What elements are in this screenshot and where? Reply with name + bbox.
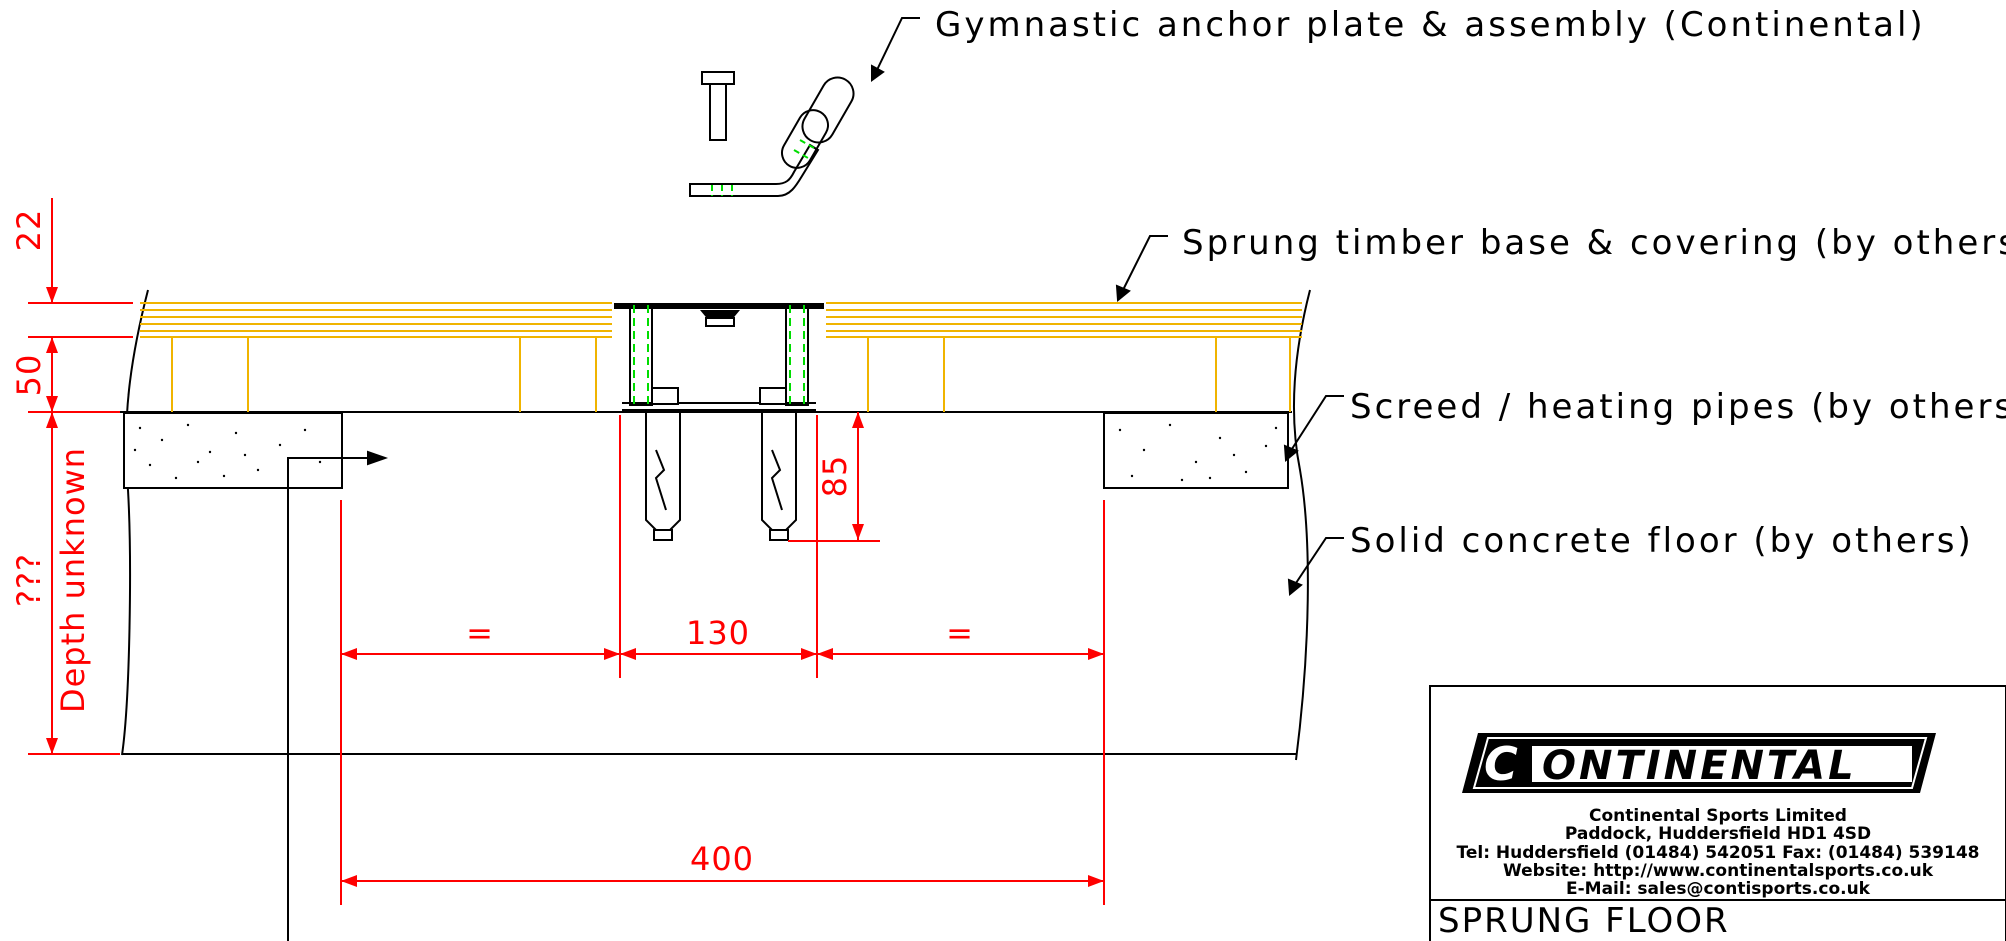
screed-layer xyxy=(123,412,1289,489)
label-screed: Screed / heating pipes (by others) xyxy=(1350,387,2006,427)
dim-equal-right: = xyxy=(946,614,974,652)
company-telephone: Tel: Huddersfield (01484) 542051 Fax: (0… xyxy=(1457,843,1980,863)
dim-85: 85 xyxy=(816,455,854,498)
dimension-lines xyxy=(28,198,1105,905)
dim-depth-unknown-marker: ??? xyxy=(10,553,48,607)
label-anchor-plate: Gymnastic anchor plate & assembly (Conti… xyxy=(935,5,1926,45)
company-address: Paddock, Huddersfield HD1 4SD xyxy=(1565,824,1871,844)
dim-130: 130 xyxy=(686,614,750,652)
label-leaders xyxy=(871,17,1344,596)
drawing-title: SPRUNG FLOOR xyxy=(1438,901,1730,941)
dim-50: 50 xyxy=(10,354,48,397)
label-concrete-floor: Solid concrete floor (by others) xyxy=(1350,521,1974,561)
dim-22: 22 xyxy=(10,209,48,252)
label-sprung-timber: Sprung timber base & covering (by others… xyxy=(1182,223,2006,263)
dim-depth-unknown-text: Depth unknown xyxy=(54,447,92,713)
company-website: Website: http://www.continentalsports.co… xyxy=(1503,861,1934,881)
company-name: Continental Sports Limited xyxy=(1589,806,1847,826)
anchor-plate-assembly xyxy=(614,303,824,541)
dim-400: 400 xyxy=(690,840,754,878)
logo-letter-c: C xyxy=(1484,737,1521,791)
logo-wordmark: ONTINENTAL xyxy=(1542,743,1857,789)
anchor-bolt-detail xyxy=(689,71,855,197)
timber-base-right xyxy=(826,302,1302,412)
section-marker xyxy=(287,450,389,941)
timber-base-left xyxy=(140,302,612,412)
dim-equal-left: = xyxy=(466,614,494,652)
title-block: C ONTINENTAL Continental Sports Limited … xyxy=(1429,685,2006,941)
company-email: E-Mail: sales@contisports.co.uk xyxy=(1566,879,1871,899)
